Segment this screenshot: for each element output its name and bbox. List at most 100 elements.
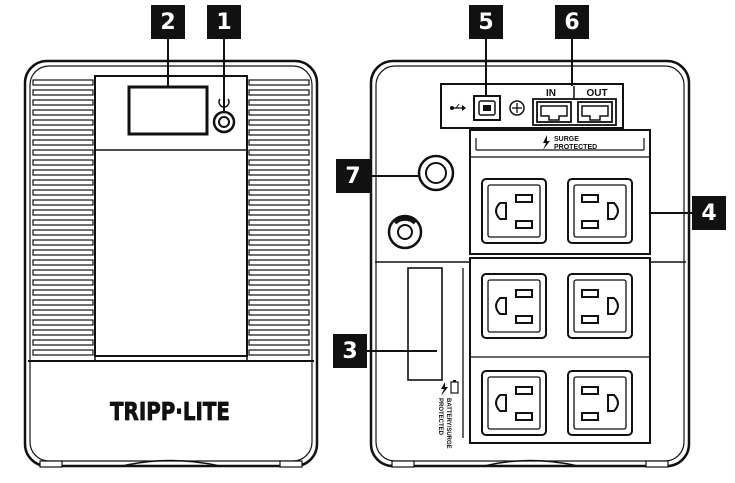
callout-number: 4: [701, 200, 717, 226]
vent-slat: [248, 349, 310, 356]
surge-outlet: [481, 178, 547, 244]
vent-slat: [248, 79, 310, 86]
battery-label-line2: PROTECTED: [437, 398, 443, 436]
ground-icon: [509, 100, 525, 116]
vent-slat: [32, 269, 94, 276]
vent-slat: [32, 209, 94, 216]
vent-slat: [248, 339, 310, 346]
vent-slat: [248, 169, 310, 176]
vent-slat: [32, 329, 94, 336]
vent-slat: [32, 169, 94, 176]
vent-slat: [248, 139, 310, 146]
callout-number: 1: [216, 9, 232, 35]
vent-slat: [248, 269, 310, 276]
vent-slat: [248, 249, 310, 256]
vent-slat: [32, 219, 94, 226]
surge-label-line2: PROTECTED: [554, 144, 597, 151]
callout-number: 7: [345, 163, 361, 189]
callout-6: 6: [555, 5, 589, 39]
vent-slat: [32, 99, 94, 106]
vent-slat: [248, 229, 310, 236]
callout-4: 4: [692, 196, 726, 230]
vent-slat: [248, 199, 310, 206]
surge-bolt-icon: [543, 135, 550, 150]
surge-label-line1: SURGE: [554, 136, 579, 143]
callout-number: 3: [342, 338, 358, 364]
vent-slat: [32, 89, 94, 96]
vent-slat: [32, 129, 94, 136]
network-out-port[interactable]: [577, 101, 613, 123]
surge-bolt-icon: [441, 382, 448, 396]
battery-outlet: [567, 273, 633, 339]
vent-slat: [248, 99, 310, 106]
vent-slat: [248, 279, 310, 286]
vent-slat: [248, 309, 310, 316]
vent-slat: [32, 229, 94, 236]
port-label-in: IN: [546, 88, 556, 99]
surge-outlet: [567, 178, 633, 244]
vent-slat: [248, 209, 310, 216]
power-cord-entry: [387, 214, 423, 250]
brand-logo: TRIPP·LITE: [110, 397, 230, 426]
lcd-display: [127, 85, 209, 136]
vent-slat: [248, 129, 310, 136]
vent-slat: [32, 339, 94, 346]
power-button[interactable]: [212, 110, 236, 134]
vent-slat: [32, 109, 94, 116]
vent-slat: [248, 239, 310, 246]
vents-left: [32, 79, 94, 356]
vent-slat: [32, 199, 94, 206]
vent-slat: [32, 149, 94, 156]
vent-slat: [32, 349, 94, 356]
vent-slat: [32, 189, 94, 196]
vent-slat: [248, 119, 310, 126]
battery-outlet: [481, 370, 547, 436]
battery-outlet: [567, 370, 633, 436]
network-in-port[interactable]: [536, 101, 572, 123]
callout-1: 1: [207, 5, 241, 39]
battery-outlet: [481, 273, 547, 339]
vent-slat: [248, 299, 310, 306]
callout-5: 5: [469, 5, 503, 39]
vent-slat: [32, 139, 94, 146]
callout-2: 2: [151, 5, 185, 39]
input-breaker-button[interactable]: [417, 154, 455, 192]
vents-right: [248, 79, 310, 356]
vent-slat: [32, 299, 94, 306]
vent-slat: [32, 309, 94, 316]
vent-slat: [248, 159, 310, 166]
vent-slat: [32, 259, 94, 266]
vent-slat: [248, 259, 310, 266]
port-label-out: OUT: [586, 88, 607, 99]
usb-port[interactable]: [473, 95, 501, 121]
back-unit: IN OUT SURGE PROTECTED: [369, 59, 691, 468]
vent-slat: [32, 319, 94, 326]
vent-slat: [248, 289, 310, 296]
battery-icon: [450, 380, 459, 394]
leader-lines: [167, 39, 692, 352]
vent-slat: [32, 279, 94, 286]
callout-7: 7: [336, 159, 370, 193]
vent-slat: [32, 159, 94, 166]
callout-3: 3: [333, 334, 367, 368]
vent-slat: [32, 289, 94, 296]
vent-slat: [248, 179, 310, 186]
battery-label-line1: BATTERY/SURGE: [445, 398, 451, 449]
vent-slat: [248, 189, 310, 196]
vent-slat: [248, 329, 310, 336]
callout-number: 2: [160, 9, 176, 35]
front-unit: TRIPP·LITE: [23, 59, 319, 468]
vent-slat: [248, 319, 310, 326]
usb-icon: [450, 103, 466, 111]
vent-slat: [248, 219, 310, 226]
vent-slat: [248, 89, 310, 96]
vent-slat: [32, 239, 94, 246]
vent-slat: [32, 179, 94, 186]
vent-slat: [32, 249, 94, 256]
vent-slat: [248, 109, 310, 116]
vent-slat: [32, 79, 94, 86]
callout-number: 6: [564, 9, 580, 35]
vent-slat: [248, 149, 310, 156]
